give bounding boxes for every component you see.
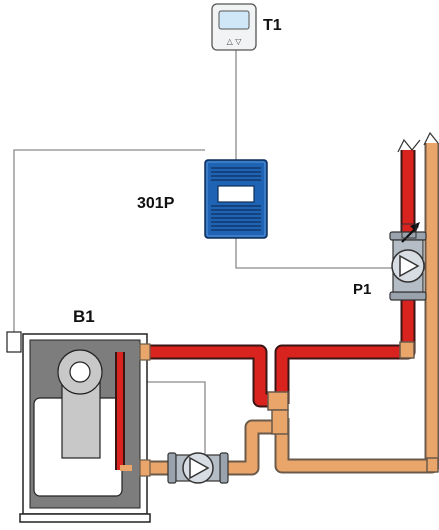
return-elbow	[426, 457, 439, 473]
pipe-break-marks	[397, 131, 439, 153]
controller-301p[interactable]	[204, 159, 268, 239]
thermostat-label-t1: T1	[263, 17, 282, 34]
control-wiring	[13, 50, 392, 457]
boiler-base	[19, 513, 151, 523]
controller-vents	[211, 167, 261, 231]
boiler-control	[6, 331, 22, 353]
thermostat-t1[interactable]: △ ▽	[211, 3, 257, 51]
boiler-control-wire	[13, 149, 205, 334]
closely-spaced-tees	[267, 391, 289, 435]
boiler-label-b1: B1	[73, 307, 95, 326]
pump-label-p1: P1	[353, 281, 371, 298]
supply-elbow	[399, 341, 415, 359]
boiler-pump-wire	[140, 381, 206, 457]
boiler-b1[interactable]	[6, 331, 151, 523]
controller-label-301p: 301P	[137, 195, 175, 212]
thermostat-buttons: △ ▽	[227, 37, 243, 46]
boiler-pump[interactable]	[167, 452, 229, 484]
system-pump-p1[interactable]	[389, 222, 427, 301]
pump-wire	[235, 238, 392, 269]
return-piping	[148, 143, 439, 476]
controller-display	[217, 185, 255, 203]
